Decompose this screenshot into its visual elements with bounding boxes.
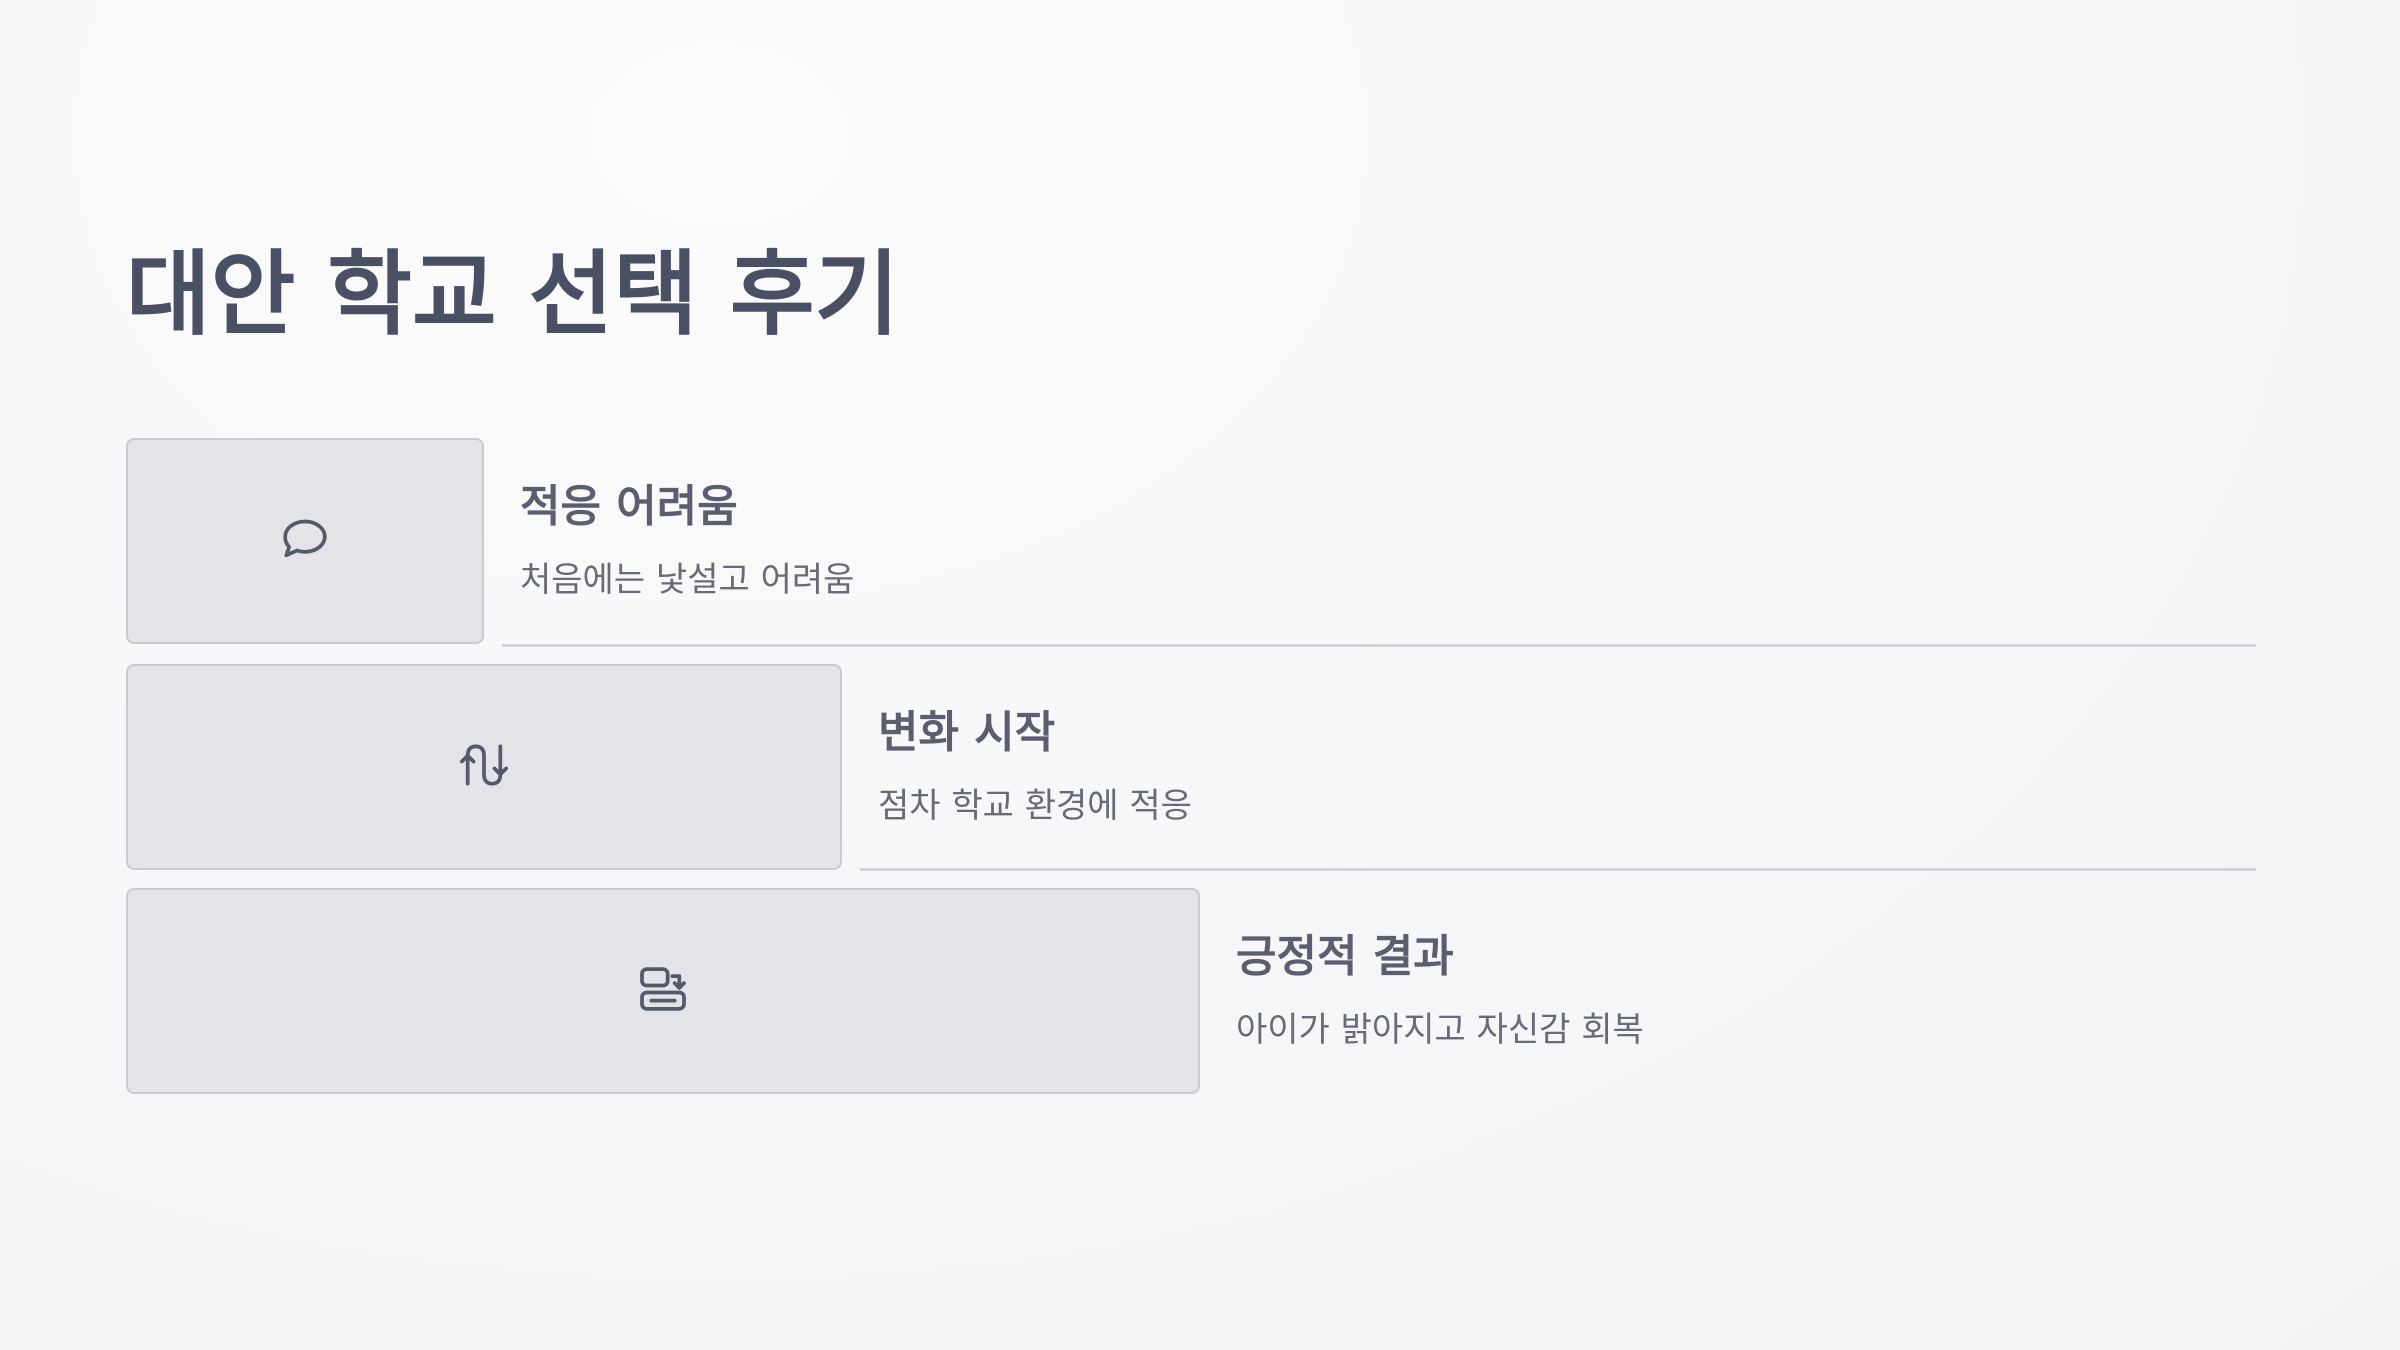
step-2-icon-box <box>126 664 842 870</box>
step-1-icon-box <box>126 438 484 644</box>
step-3-icon-box <box>126 888 1200 1094</box>
step-3-description: 아이가 밝아지고 자신감 회복 <box>1236 1010 1644 1050</box>
step-row-3: 긍정적 결과 아이가 밝아지고 자신감 회복 <box>126 888 2256 1094</box>
speech-bubble-icon <box>277 511 333 571</box>
route-arrows-icon <box>456 737 512 797</box>
step-2-divider <box>860 868 2256 871</box>
step-2-description: 점차 학교 환경에 적응 <box>878 786 1192 826</box>
step-1-description: 처음에는 낯설고 어려움 <box>520 560 855 600</box>
step-row-1: 적응 어려움 처음에는 낯설고 어려움 <box>126 438 2256 647</box>
step-row-2: 변화 시작 점차 학교 환경에 적응 <box>126 664 2256 871</box>
step-3-label: 긍정적 결과 <box>1236 931 1454 982</box>
step-1-divider <box>502 644 2256 647</box>
step-1-label: 적응 어려움 <box>520 481 738 532</box>
step-2-label: 변화 시작 <box>878 707 1056 758</box>
page-title: 대안 학교 선택 후기 <box>126 241 900 348</box>
transfer-cards-icon <box>635 961 691 1021</box>
